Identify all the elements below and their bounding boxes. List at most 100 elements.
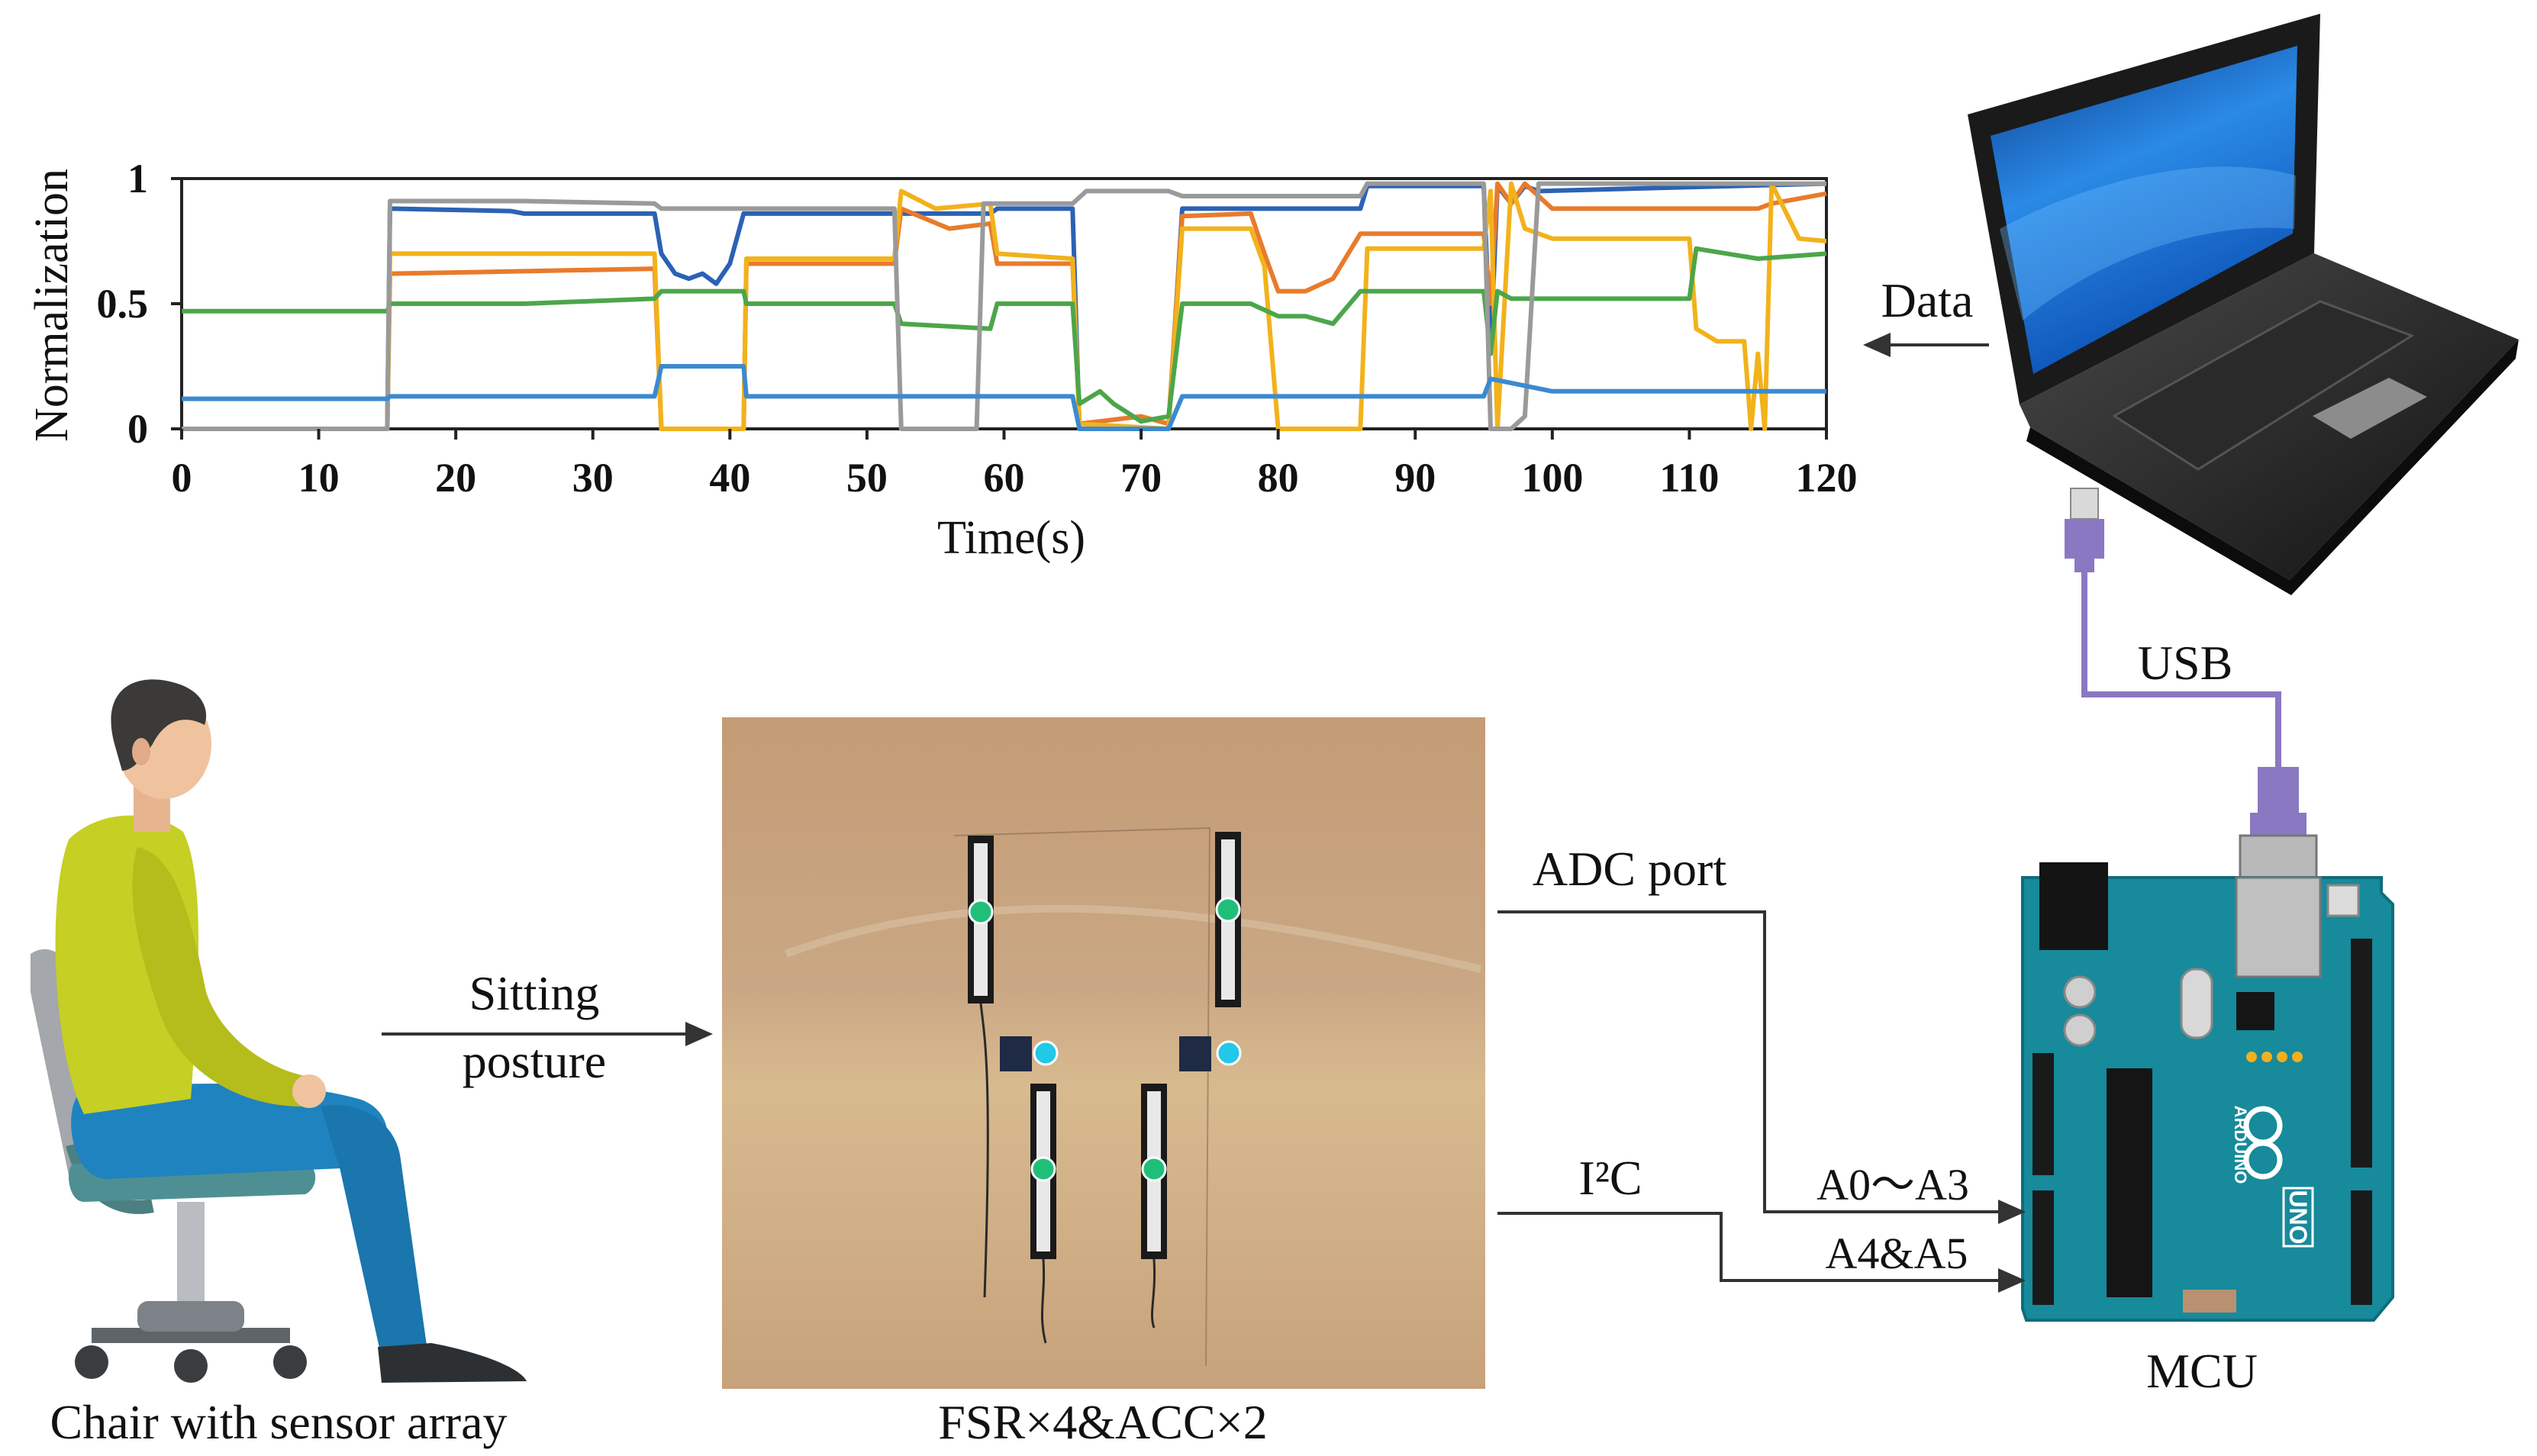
header-bottom-right	[2351, 1190, 2372, 1305]
chair-caption: Chair with sensor array	[50, 1395, 508, 1449]
chair-wheel-3	[273, 1345, 307, 1379]
i2c-label: I²C	[1578, 1151, 1642, 1205]
series-line-6	[182, 364, 1826, 431]
y-tick-label: 0	[127, 406, 148, 452]
fsr-sensor-4	[1141, 1084, 1167, 1259]
laptop-keyboard	[2112, 300, 2415, 471]
fsr-marker-3	[1030, 1156, 1056, 1182]
capacitor-2	[2063, 1013, 2097, 1047]
chair-post	[177, 1202, 205, 1316]
x-tick-label: 90	[1394, 455, 1436, 501]
header-left-2	[2033, 1190, 2054, 1305]
x-tick-label: 80	[1258, 455, 1299, 501]
usb-cable	[2081, 572, 2281, 767]
a0-a3-label: A0～A3	[1817, 1160, 1969, 1210]
led-2	[2261, 1052, 2272, 1062]
sensor-wire-1	[979, 1003, 989, 1298]
x-axis-title: Time(s)	[937, 512, 1085, 564]
usb-plug-top	[2065, 488, 2104, 572]
x-tick-label: 120	[1796, 455, 1858, 501]
fsr-marker-1	[968, 899, 994, 925]
person-shoe	[378, 1343, 527, 1383]
fsr-sensor-1	[968, 836, 994, 1003]
led-1	[2246, 1052, 2257, 1062]
data-label: Data	[1881, 273, 1974, 327]
fsr-marker-2	[1215, 897, 1241, 923]
adc-connection	[1497, 910, 2026, 1224]
sensor-mat-photo	[722, 717, 1485, 1389]
header-left-1	[2033, 1053, 2054, 1175]
chair-wheel-2	[174, 1349, 208, 1383]
seated-person-illustration	[31, 679, 527, 1383]
chair-base-hub	[137, 1301, 244, 1332]
person-ear	[132, 738, 150, 765]
power-jack	[2039, 862, 2108, 950]
arduino-logo	[2243, 1106, 2283, 1180]
x-tick-label: 40	[709, 455, 750, 501]
chair-legs	[92, 1328, 290, 1343]
capacitor-1	[2063, 975, 2097, 1009]
x-tick-label: 10	[298, 455, 340, 501]
laptop-touchpad	[2313, 378, 2427, 439]
a4-a5-label: A4&A5	[1826, 1229, 1968, 1278]
laptop-screen-glare	[2000, 166, 2296, 321]
series-layer	[182, 181, 1827, 431]
sensor-wire-3	[1150, 1258, 1156, 1329]
acc-marker-2	[1216, 1040, 1242, 1066]
reset-button	[2326, 884, 2360, 917]
series-line-3	[182, 181, 1827, 431]
board-brand: ARDUINO	[2231, 1106, 2250, 1184]
person-hand	[292, 1074, 326, 1108]
acc-sensor-1	[1000, 1036, 1059, 1071]
laptop-illustration	[1968, 14, 2519, 595]
y-tick-label: 0.5	[97, 281, 149, 327]
small-chip	[2236, 992, 2274, 1030]
sensor-caption: FSR×4&ACC×2	[938, 1395, 1267, 1449]
usb-label: USB	[2138, 636, 2233, 690]
board-model-group: UNO	[2282, 1187, 2314, 1248]
mat-outline-rect	[953, 826, 1211, 1367]
x-tick-label: 60	[984, 455, 1025, 501]
y-tick-labels: 00.51	[97, 156, 182, 452]
series-line-4	[182, 246, 1827, 424]
acc-sensor-2	[1179, 1036, 1242, 1071]
y-tick-label: 1	[127, 156, 148, 201]
x-tick-label: 20	[435, 455, 476, 501]
x-tick-label: 70	[1120, 455, 1162, 501]
fsr-marker-4	[1141, 1156, 1167, 1182]
i2c-connection	[1497, 1212, 2026, 1293]
person-arm	[132, 847, 305, 1106]
y-axis-title: Normalization	[26, 169, 78, 442]
x-tick-labels: 0 10 20 30 40 50 60 70 80 90 100 110 120	[172, 429, 1858, 501]
x-tick-label: 50	[846, 455, 888, 501]
mat-fold-line	[785, 904, 1482, 973]
person-shin	[321, 1105, 427, 1358]
usb-socket	[2235, 876, 2322, 978]
sitting-label-line2: posture	[463, 1034, 606, 1088]
mat-surface	[722, 717, 1485, 1389]
sitting-label-line1: Sitting	[469, 966, 600, 1020]
led-3	[2277, 1052, 2287, 1062]
x-tick-label: 0	[172, 455, 192, 501]
board-model: UNO	[2284, 1190, 2312, 1244]
icsp-header	[2183, 1290, 2236, 1313]
laptop-screen	[1991, 46, 2297, 374]
fsr-sensor-2	[1215, 832, 1241, 1007]
series-line-5	[182, 181, 1826, 431]
sensor-wire-2	[1040, 1258, 1047, 1344]
chair-wheel-1	[75, 1345, 108, 1379]
arduino-board: ARDUINO UNO	[2021, 862, 2394, 1322]
header-top-right	[2351, 939, 2372, 1168]
x-tick-label: 110	[1659, 455, 1719, 501]
crystal	[2180, 968, 2213, 1039]
mcu-label: MCU	[2146, 1344, 2258, 1398]
fsr-sensor-3	[1030, 1084, 1056, 1259]
adc-port-label: ADC port	[1533, 842, 1726, 896]
acc-marker-1	[1033, 1040, 1059, 1066]
x-tick-label: 100	[1521, 455, 1583, 501]
x-tick-label: 30	[572, 455, 614, 501]
atmega-chip	[2107, 1068, 2152, 1297]
led-4	[2292, 1052, 2303, 1062]
